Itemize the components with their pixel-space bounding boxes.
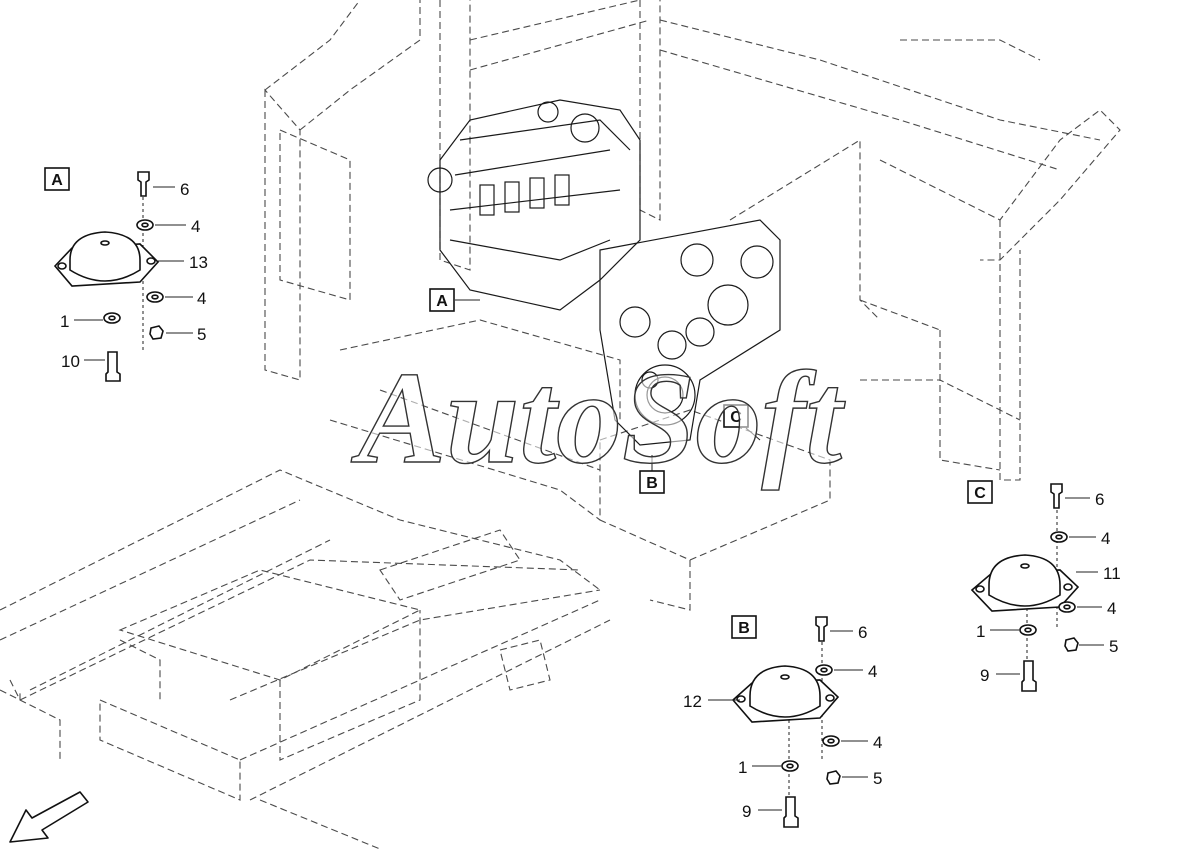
detail-a-num-13: 13 [189,253,208,272]
bolt-icon [137,171,150,197]
detail-c-num-1: 1 [976,622,985,641]
detail-b-num-1: 1 [738,758,747,777]
detail-c-num-4-upper: 4 [1101,529,1110,548]
main-callouts: A C B [429,288,761,494]
detail-c-num-6: 6 [1095,490,1104,509]
detail-a-num-4-lower: 4 [197,289,206,308]
detail-a-num-4-upper: 4 [191,217,200,236]
detail-c-num-5: 5 [1109,637,1118,656]
detail-a-label: A [51,172,63,189]
detail-c-num-11: 11 [1103,564,1121,583]
callout-a-main: A [429,288,480,312]
detail-c: C 6 4 11 4 1 5 9 [967,480,1121,692]
detail-a-num-6: 6 [180,180,189,199]
callout-a-main-label: A [436,293,448,310]
detail-c-label: C [974,485,986,502]
detail-b-num-4-upper: 4 [868,662,877,681]
detail-b-num-12: 12 [683,692,702,711]
detail-b-num-9: 9 [742,802,751,821]
detail-b-num-5: 5 [873,769,882,788]
callout-b-main: B [639,455,665,494]
detail-b-num-6: 6 [858,623,867,642]
callout-c-main: C [723,404,761,441]
engine-assembly [427,99,781,446]
detail-a-num-10: 10 [61,352,80,371]
detail-a-num-1: 1 [60,312,69,331]
front-direction-arrow-icon [9,791,89,843]
detail-b: B 6 4 12 4 1 5 9 [683,615,882,828]
callout-c-main-label: C [730,409,742,426]
detail-c-num-4-lower: 4 [1107,599,1116,618]
detail-a-num-5: 5 [197,325,206,344]
detail-a: A 6 4 13 4 1 5 10 [44,167,208,382]
watermark-text: AutoSoft [351,344,845,491]
detail-b-num-4-lower: 4 [873,733,882,752]
detail-c-num-9: 9 [980,666,989,685]
detail-b-label: B [738,620,750,637]
callout-b-main-label: B [646,475,658,492]
machine-frame [0,0,1121,850]
